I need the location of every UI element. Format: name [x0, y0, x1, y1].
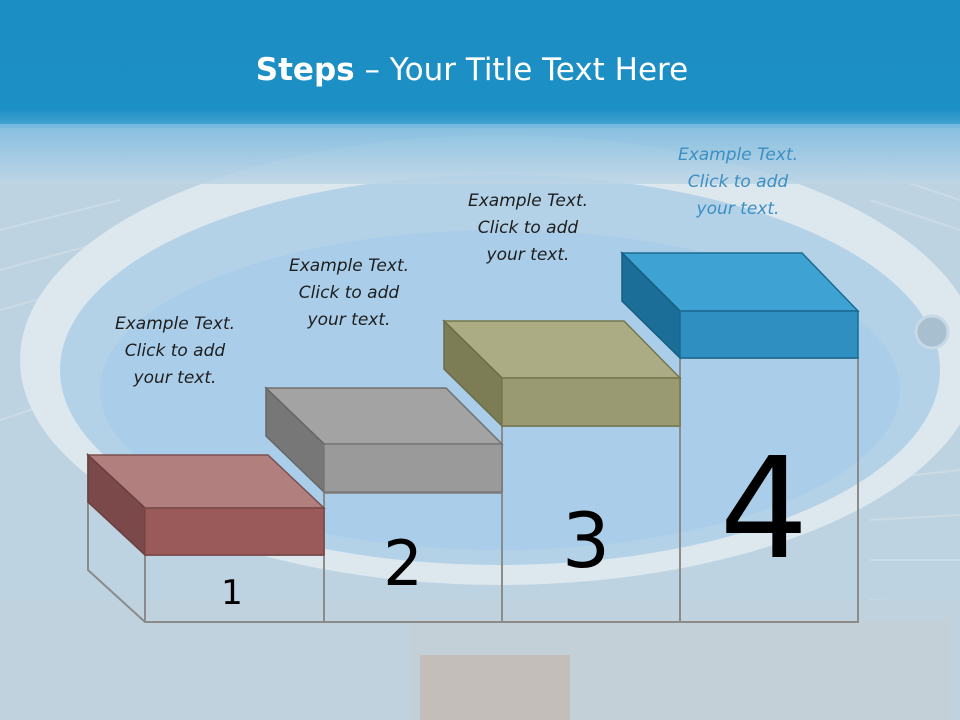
step-block-1[interactable]	[86, 453, 326, 557]
step-number-1: 1	[221, 573, 243, 613]
title-bold: Steps	[255, 52, 355, 88]
step-text-2[interactable]: Example Text. Click to add your text.	[288, 256, 410, 330]
title-rest: – Your Title Text Here	[354, 52, 689, 88]
step-number-2: 2	[383, 527, 422, 600]
step-number-3: 3	[562, 496, 610, 585]
step-block-4[interactable]	[620, 251, 860, 360]
step-block-3[interactable]	[442, 319, 682, 428]
step-text-1[interactable]: Example Text. Click to add your text.	[114, 314, 236, 388]
slide-title[interactable]: Steps – Your Title Text Here	[0, 52, 944, 88]
step-text-3[interactable]: Example Text. Click to add your text.	[467, 191, 589, 265]
step-number-4: 4	[719, 428, 808, 591]
step-text-4[interactable]: Example Text. Click to add your text.	[677, 145, 799, 219]
step-block-2[interactable]	[264, 386, 504, 494]
